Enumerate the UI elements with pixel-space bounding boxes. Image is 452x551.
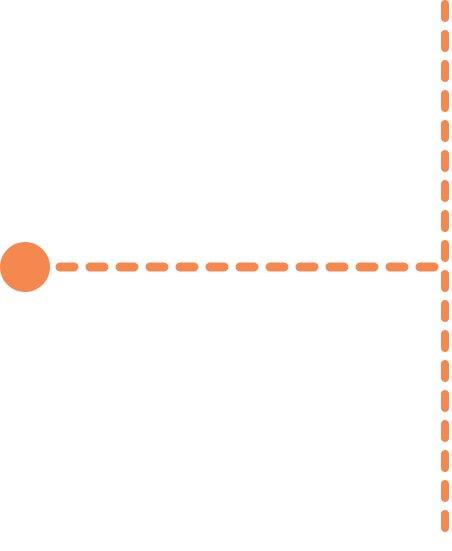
start-node [0, 242, 50, 292]
